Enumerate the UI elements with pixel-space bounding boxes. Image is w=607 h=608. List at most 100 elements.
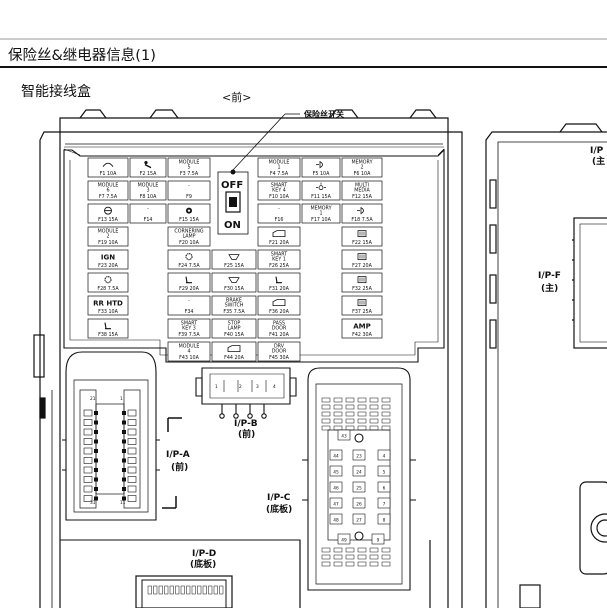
- fuse-cell: F37 25A: [341, 295, 383, 316]
- ipa-pin-latch: [94, 430, 98, 434]
- fuse-name: KEY 4: [272, 188, 286, 194]
- fuse-name: MULTI: [355, 183, 369, 189]
- ipc-pin: [369, 418, 379, 424]
- ipc-pin-label: 9: [371, 533, 385, 545]
- ipc-pin: [333, 404, 343, 410]
- ipa-pin: [83, 447, 93, 455]
- ipc-pin-label: 5: [377, 465, 391, 477]
- ipc-pin: [357, 554, 367, 560]
- fuse-name: AMP: [353, 323, 371, 331]
- fuse-cell: F2 15A: [129, 157, 167, 178]
- fuse-code: F9: [186, 194, 192, 200]
- ipc-pin: [381, 561, 391, 567]
- ipa-pin: [83, 495, 93, 502]
- fuse-cell: F5 10A: [301, 157, 341, 178]
- ipc-pin: [333, 397, 343, 403]
- ipc-pin: [345, 411, 355, 417]
- svg-text:23: 23: [356, 454, 362, 460]
- ipc-pin-label: 43: [337, 429, 351, 441]
- fuse-name: DRV: [274, 344, 285, 350]
- ipa-pin-latch: [94, 439, 98, 444]
- ipc-pin: [345, 404, 355, 410]
- fuse-cell: F18 7.5A: [341, 203, 383, 224]
- fuse-cell: F21 20A: [257, 226, 301, 247]
- fuse-name: 1: [319, 211, 322, 217]
- seat-icon: [104, 322, 111, 330]
- ipa-pin: [83, 466, 93, 474]
- ipa-pin-latch: [122, 449, 126, 453]
- door-icon: [272, 299, 286, 307]
- fuse-name: MEDIA: [354, 188, 370, 194]
- fuse-code: F18 7.5A: [351, 217, 373, 223]
- ipc-pin-label: 25: [352, 481, 366, 493]
- svg-text:7: 7: [383, 502, 386, 508]
- heater-icon: [357, 230, 367, 238]
- door-icon: [272, 230, 286, 238]
- ipd-connector: [141, 579, 227, 608]
- fuse-name: BRAKE: [226, 298, 242, 304]
- fuse-code: F16: [275, 217, 284, 223]
- ipa-pin: [83, 476, 93, 483]
- ipa-pin: [127, 495, 137, 502]
- fuse-name: SMART: [271, 252, 287, 258]
- fuse-code: F22 15A: [352, 240, 372, 246]
- switch-on-label: ON: [224, 220, 241, 231]
- ipa-pin-latch: [122, 477, 126, 482]
- ipd-pin: [219, 585, 224, 595]
- ipc-pin: [369, 561, 379, 567]
- fuse-code: F24 7.5A: [178, 263, 200, 269]
- fuse-code: F44 20A: [224, 355, 244, 361]
- svg-text:45: 45: [333, 470, 339, 476]
- ipd-pin: [175, 585, 180, 595]
- fuse-code: F15 15A: [179, 217, 199, 223]
- ipa-pin-latch: [94, 487, 98, 491]
- ipc-pin: [321, 547, 331, 553]
- ipc-pin: [369, 425, 379, 431]
- seat-icon: [185, 276, 192, 284]
- fuse-code: F4 7.5A: [270, 171, 289, 177]
- fuse-cell: F30 15A: [211, 272, 257, 293]
- ipc-pin: [369, 554, 379, 560]
- ipd-pin: [213, 585, 218, 595]
- ipa-pin-latch: [122, 468, 126, 472]
- mirror-icon: [228, 254, 240, 261]
- fuse-name: 1: [277, 165, 280, 171]
- fuse-cell: F44 20A: [211, 341, 257, 362]
- ipa-pin: [127, 457, 137, 464]
- fuse-code: F6 10A: [354, 171, 371, 177]
- svg-text:8: 8: [383, 518, 386, 524]
- fuse-code: F38 15A: [98, 332, 118, 338]
- ipc-pin: [369, 411, 379, 417]
- fuse-name: DOOR: [272, 326, 287, 332]
- fuse-code: F13 15A: [98, 217, 118, 223]
- fuse-code: F36 20A: [269, 309, 289, 315]
- fuse-cell: -F9: [167, 180, 211, 201]
- fuse-code: F10 10A: [269, 194, 289, 200]
- ipc-pin: [345, 397, 355, 403]
- fuse-code: F19 10A: [98, 240, 118, 246]
- ipa-pin-latch: [94, 411, 98, 415]
- ipc-pin: [381, 554, 391, 560]
- ipa-pin-21: 21: [90, 396, 96, 402]
- svg-text:49: 49: [341, 538, 347, 544]
- ipc-pin: [321, 397, 331, 403]
- ipc-pin: [357, 397, 367, 403]
- fuse-code: F30 15A: [224, 286, 244, 292]
- svg-text:47: 47: [333, 502, 339, 508]
- ipd-pin: [180, 585, 185, 595]
- ipc-pin: [357, 561, 367, 567]
- fuse-switch[interactable]: [217, 169, 249, 235]
- ipc-pin-label: 24: [352, 465, 366, 477]
- fuse-name: MODULE: [179, 160, 200, 166]
- fuse-switch-callout: 保险丝开关: [303, 109, 344, 119]
- ipc-pin: [369, 397, 379, 403]
- fuse-code: F25 15A: [224, 263, 244, 269]
- fuse-name: MEMORY: [351, 160, 372, 166]
- fuse-code: F40 15A: [224, 332, 244, 338]
